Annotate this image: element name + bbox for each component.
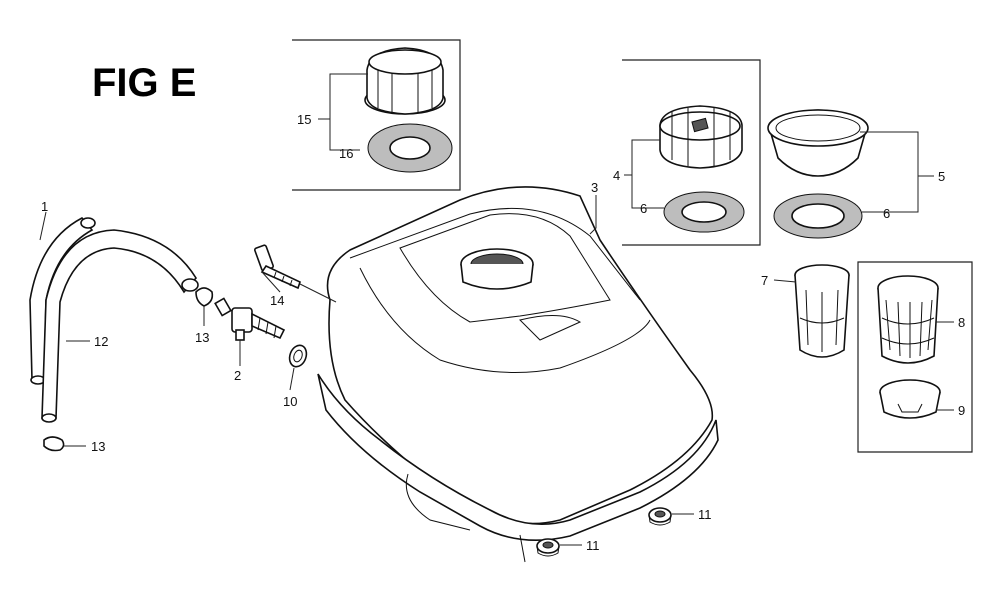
cap-gasket-16 — [367, 123, 453, 173]
callout-16: 16 — [339, 146, 353, 161]
callout-14: 14 — [270, 293, 284, 308]
figure-title: FIG E — [92, 61, 196, 105]
hose-clip-13a — [195, 287, 214, 307]
callout-7: 7 — [761, 273, 768, 288]
fuel-cap-4 — [659, 105, 743, 169]
callout-3: 3 — [591, 180, 598, 195]
fuel-valve-2 — [214, 297, 286, 341]
inset-frame-cap-15 — [292, 39, 461, 191]
callout-11a: 11 — [698, 507, 712, 522]
retaining-band-9 — [879, 379, 941, 419]
bolt-14 — [254, 244, 301, 290]
filter-strainer-8 — [877, 275, 939, 364]
fuel-tank-3 — [317, 186, 719, 563]
callout-2: 2 — [234, 368, 241, 383]
callout-13b: 13 — [91, 439, 105, 454]
washer-10 — [288, 344, 308, 368]
callout-13a: 13 — [195, 330, 209, 345]
callout-4: 4 — [613, 168, 620, 183]
nut-11a — [648, 507, 672, 526]
callout-15: 15 — [297, 112, 311, 127]
inset-frame-strainer-8 — [857, 261, 973, 453]
cap-gasket-6b — [773, 193, 863, 239]
callout-11b: 11 — [586, 538, 600, 553]
fuel-cap-5 — [767, 109, 869, 177]
hose-clip-13b — [43, 436, 65, 452]
fuel-cap-15 — [364, 47, 446, 115]
callout-10: 10 — [283, 394, 297, 409]
leader-lines — [39, 73, 954, 546]
fuel-hose-12 — [41, 229, 199, 423]
callout-8: 8 — [958, 315, 965, 330]
callout-6a: 6 — [640, 201, 647, 216]
callout-9: 9 — [958, 403, 965, 418]
callout-1: 1 — [41, 199, 48, 214]
nut-11b — [536, 538, 560, 557]
inset-frame-cap-4 — [622, 59, 761, 246]
callout-12: 12 — [94, 334, 108, 349]
callout-5: 5 — [938, 169, 945, 184]
callout-6b: 6 — [883, 206, 890, 221]
filter-strainer-7 — [794, 264, 850, 358]
fuel-hose-1 — [29, 216, 96, 385]
cap-gasket-6a — [663, 191, 745, 233]
